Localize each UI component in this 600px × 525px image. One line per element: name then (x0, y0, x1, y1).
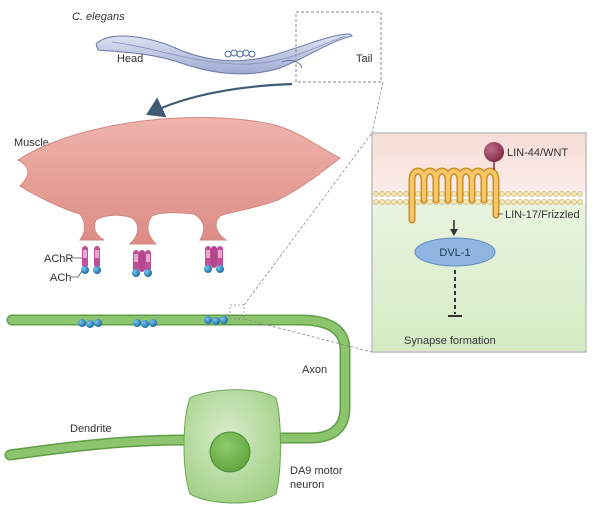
achr-cluster-1 (81, 246, 101, 274)
lipid-head (451, 191, 457, 197)
membrane-top-row (373, 191, 583, 197)
axon-label: Axon (302, 364, 327, 376)
lipid-head (391, 191, 397, 197)
lipid-head (535, 199, 541, 205)
dvl1-protein (414, 237, 496, 267)
lipid-head (511, 199, 517, 205)
worm-illustration (95, 11, 382, 83)
lipid-head (463, 199, 469, 205)
dvl1-label: DVL-1 (439, 247, 470, 259)
head-label: Head (117, 53, 143, 65)
lipid-head (547, 191, 553, 197)
lipid-head (541, 191, 547, 197)
lipid-head (559, 191, 565, 197)
ligand-label: LIN-44/WNT (507, 147, 568, 159)
lipid-head (463, 191, 469, 197)
lipid-head (571, 199, 577, 205)
lipid-head (553, 199, 559, 205)
frizzled-label: LIN-17/Frizzled (505, 209, 580, 221)
achr-label: AChR (44, 253, 73, 265)
zoom-connectors (243, 81, 384, 353)
dendrite-label: Dendrite (70, 423, 112, 435)
lipid-head (499, 199, 505, 205)
lipid-head (427, 191, 433, 197)
vesicle-cluster-icon (78, 316, 228, 328)
muscle-label: Muscle (14, 137, 49, 149)
lipid-head (415, 191, 421, 197)
lipid-head (397, 191, 403, 197)
lipid-head (439, 199, 445, 205)
lipid-head (553, 191, 559, 197)
lipid-head (403, 199, 409, 205)
synapse-zoom-box (229, 304, 245, 320)
lipid-head (523, 199, 529, 205)
organism-name: C. elegans (72, 11, 125, 23)
lipid-head (523, 191, 529, 197)
lipid-head (517, 199, 523, 205)
tail-label: Tail (356, 53, 373, 65)
lipid-head (391, 199, 397, 205)
neuron-label-line1: DA9 motor (290, 465, 343, 477)
achr-cluster-3 (204, 246, 224, 273)
lipid-head (403, 191, 409, 197)
lipid-head (373, 191, 379, 197)
lipid-head (397, 199, 403, 205)
worm-egg-cluster (224, 49, 256, 58)
axon (6, 314, 351, 444)
lipid-head (487, 191, 493, 197)
lipid-head (379, 191, 385, 197)
lipid-head (541, 199, 547, 205)
lipid-head (475, 191, 481, 197)
lipid-head (487, 199, 493, 205)
lipid-head (547, 199, 553, 205)
neuron-label-line2: neuron (290, 479, 324, 491)
membrane-bottom-row (373, 199, 583, 205)
lipid-head (529, 191, 535, 197)
lipid-head (505, 191, 511, 197)
lipid-head (475, 199, 481, 205)
lipid-head (373, 199, 379, 205)
lipid-head (565, 191, 571, 197)
muscle-cell (17, 117, 341, 245)
da9-cell-body (183, 389, 281, 504)
lipid-head (577, 191, 583, 197)
wnt-ligand (484, 142, 504, 162)
outcome-label: Synapse formation (404, 335, 496, 347)
lipid-head (511, 191, 517, 197)
lipid-head (559, 199, 565, 205)
lipid-head (385, 191, 391, 197)
lipid-head (379, 199, 385, 205)
ach-label: ACh (50, 272, 71, 284)
lipid-head (439, 191, 445, 197)
inhibition-icon (448, 270, 462, 317)
lipid-head (565, 199, 571, 205)
lipid-head (577, 199, 583, 205)
lipid-head (451, 199, 457, 205)
tail-zoom-box (295, 11, 382, 83)
lipid-head (505, 199, 511, 205)
achr-cluster-2 (132, 250, 152, 277)
nucleus (209, 431, 251, 473)
lipid-head (529, 199, 535, 205)
lipid-head (415, 199, 421, 205)
lipid-head (499, 191, 505, 197)
arrow-icon (146, 82, 293, 118)
lipid-head (385, 199, 391, 205)
lipid-head (571, 191, 577, 197)
lipid-head (535, 191, 541, 197)
signaling-inset: LIN-44/WNT LIN-17/Frizzled DVL-1 Synapse… (371, 132, 587, 353)
lipid-head (427, 199, 433, 205)
lipid-head (517, 191, 523, 197)
